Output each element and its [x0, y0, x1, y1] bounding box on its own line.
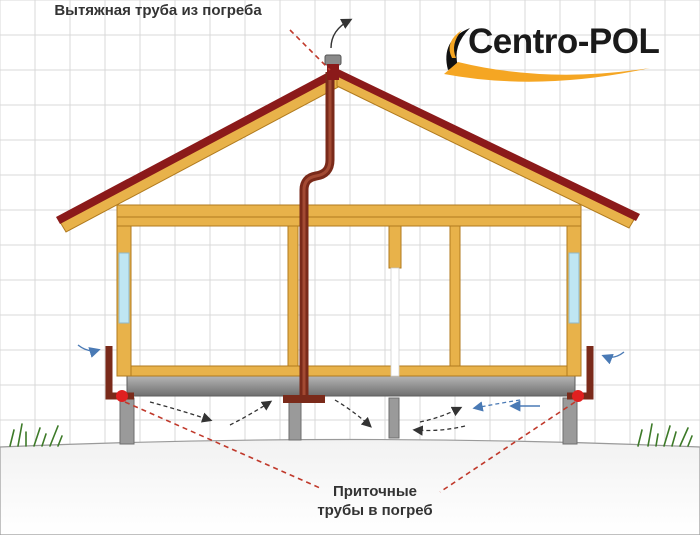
wall-frame: [116, 204, 582, 377]
intake-arrow-right: [601, 351, 625, 365]
logo-text: Centro-POL: [468, 22, 660, 61]
grass-tufts: [9, 423, 693, 447]
floor-slab: [126, 375, 576, 397]
supply-label-line-1: Приточные: [332, 483, 418, 500]
windows: [118, 252, 580, 324]
roof: [56, 68, 640, 233]
pointer-lines: [124, 29, 576, 493]
exhaust-pipe-label: Вытяжная труба из погреба: [54, 2, 262, 19]
intake-arrow-left: [77, 344, 101, 358]
supply-inlet-right: [572, 390, 584, 402]
exhaust-arrow: [330, 18, 353, 49]
foundation-posts: [119, 397, 578, 445]
supply-label-line-2: трубы в погреб: [317, 502, 433, 519]
supply-pipes-label: Приточные трубы в погреб: [280, 482, 470, 520]
exhaust-base: [283, 395, 325, 403]
supply-inlet-left: [116, 390, 128, 402]
logo-swoosh: [444, 28, 650, 82]
crawlspace-airflow-arrows: [149, 399, 521, 436]
door-opening: [390, 267, 400, 377]
ground: [0, 438, 700, 535]
exhaust-pipe-head: [327, 64, 339, 80]
exhaust-cap: [324, 54, 342, 66]
exhaust-pipe: [299, 72, 335, 396]
